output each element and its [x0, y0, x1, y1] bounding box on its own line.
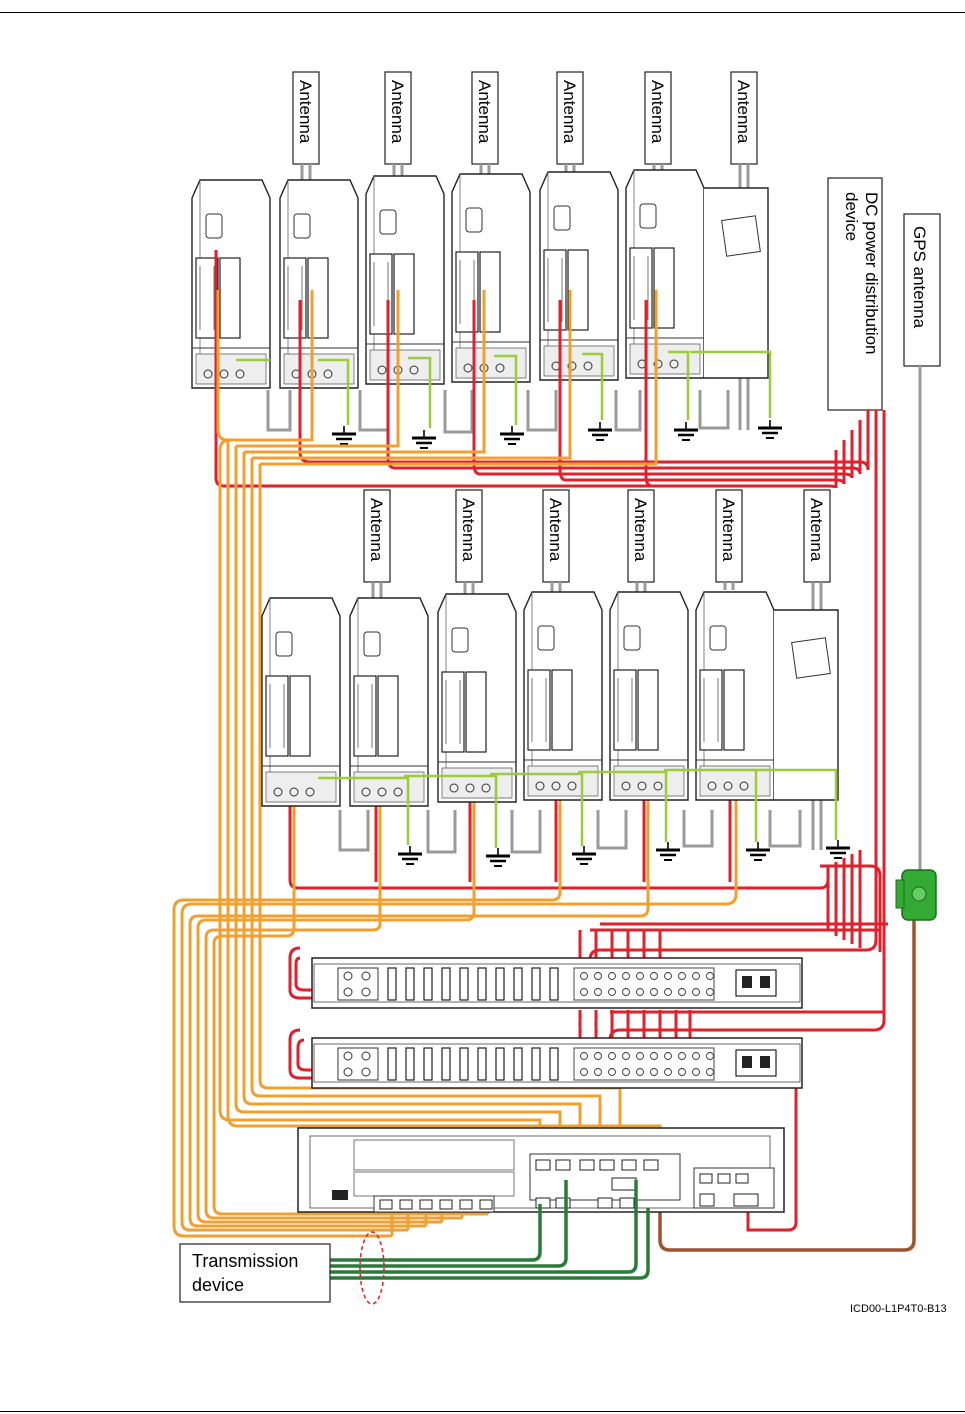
gps-antenna-label: GPS antenna [904, 214, 940, 366]
cable-highlight-marker [360, 1232, 384, 1304]
svg-text:Antenna: Antenna [546, 498, 565, 562]
antenna-label: Antenna [543, 490, 569, 582]
svg-text:DC power distribution: DC power distribution [862, 192, 881, 355]
antenna-label: Antenna [472, 72, 498, 164]
antenna-label: Antenna [645, 72, 671, 164]
bbu-chassis [298, 1128, 784, 1212]
svg-text:Transmission: Transmission [192, 1251, 298, 1271]
bottom-antenna-labels: Antenna Antenna Antenna Antenna Antenna … [364, 490, 830, 582]
antenna-label: Antenna [804, 490, 830, 582]
svg-text:Antenna: Antenna [734, 80, 753, 144]
svg-text:device: device [192, 1275, 244, 1295]
top-rru-row [192, 170, 768, 388]
svg-text:device: device [842, 192, 861, 241]
antenna-label: Antenna [557, 72, 583, 164]
svg-text:Antenna: Antenna [367, 498, 386, 562]
antenna-label: Antenna [364, 490, 390, 582]
svg-text:Antenna: Antenna [459, 498, 478, 562]
top-grey-loops [268, 390, 728, 432]
svg-text:Antenna: Antenna [631, 498, 650, 562]
dc-power-distribution-device-label: DC power distribution device [828, 178, 882, 410]
antenna-label: Antenna [293, 72, 319, 164]
dcdu-lower [312, 1038, 802, 1088]
svg-text:Antenna: Antenna [475, 80, 494, 144]
antenna-label: Antenna [628, 490, 654, 582]
svg-text:Antenna: Antenna [648, 80, 667, 144]
svg-text:GPS antenna: GPS antenna [910, 226, 929, 329]
svg-text:Antenna: Antenna [388, 80, 407, 144]
antenna-label: Antenna [385, 72, 411, 164]
antenna-label: Antenna [716, 490, 742, 582]
svg-text:Antenna: Antenna [719, 498, 738, 562]
svg-text:Antenna: Antenna [560, 80, 579, 144]
dcdu-upper [312, 958, 802, 1008]
antenna-label: Antenna [731, 72, 757, 164]
figure-id: ICD00-L1P4T0-B13 [850, 1303, 947, 1315]
top-antenna-labels: Antenna Antenna Antenna Antenna Antenna … [293, 72, 757, 164]
svg-text:Antenna: Antenna [296, 80, 315, 144]
svg-text:Antenna: Antenna [807, 498, 826, 562]
gps-feeder [660, 366, 920, 1250]
bottom-ground-symbols [398, 840, 850, 866]
transmission-device-label: Transmission device [180, 1244, 330, 1302]
gps-surge-protector [896, 870, 936, 920]
antenna-label: Antenna [456, 490, 482, 582]
